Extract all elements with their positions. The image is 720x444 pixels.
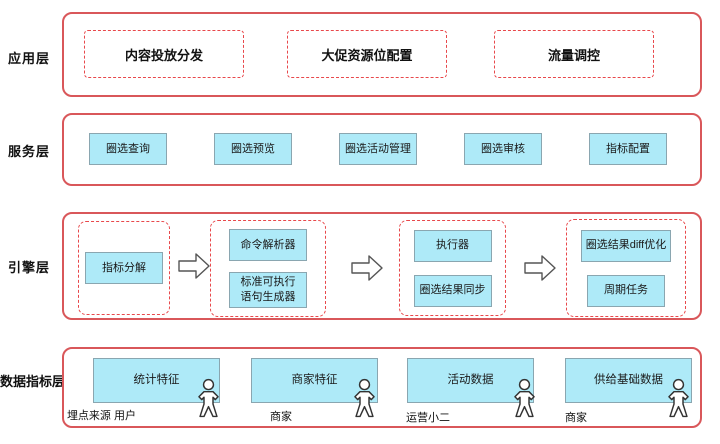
- person-icon: [198, 378, 219, 418]
- service-box-selection-review: 圈选审核: [464, 133, 542, 165]
- data-metrics-layer-panel: 统计特征 商家特征 活动数据 供给基础数据 埋点来源 用户 商家 运营小二 商家: [62, 347, 702, 428]
- layer-label-data-metrics: 数据指标层: [0, 374, 66, 389]
- engine-box-executor: 执行器: [413, 229, 492, 262]
- data-source-label: 商家: [565, 412, 587, 424]
- flow-arrow-icon: [178, 253, 210, 279]
- engine-box-selection-result-sync: 圈选结果同步: [413, 274, 492, 307]
- app-box-label: 流量调控: [547, 47, 600, 63]
- service-box-selection-preview: 圈选预览: [214, 133, 292, 165]
- flow-arrow-icon: [351, 255, 383, 281]
- engine-box-command-parser: 命令解析器: [229, 229, 307, 262]
- data-source-label: 埋点来源 用户: [66, 410, 136, 422]
- engine-box-diff-optimize: 圈选结果diff优化: [580, 229, 672, 262]
- person-icon: [354, 378, 375, 418]
- layer-label-service: 服务层: [8, 144, 51, 159]
- app-box-label: 大促资源位配置: [321, 47, 413, 63]
- engine-group-command-parse: 命令解析器 标准可执行 语句生成器: [210, 220, 326, 317]
- app-box-label: 内容投放分发: [124, 47, 203, 63]
- service-box-metric-config: 指标配置: [589, 133, 667, 165]
- layer-label-application: 应用层: [8, 51, 51, 66]
- data-source-label: 运营小二: [406, 412, 450, 424]
- data-source-label: 商家: [270, 411, 292, 423]
- engine-group-optimize: 圈选结果diff优化 周期任务: [566, 219, 686, 317]
- engine-box-metric-decompose: 指标分解: [85, 252, 163, 284]
- engine-box-statement-generator: 标准可执行 语句生成器: [229, 272, 307, 308]
- person-icon: [514, 378, 535, 418]
- flow-arrow-icon: [524, 255, 556, 281]
- person-icon: [668, 378, 689, 418]
- engine-group-metric-decompose: 指标分解: [78, 221, 170, 315]
- app-box-traffic-control: 流量调控: [494, 30, 654, 78]
- engine-group-execute: 执行器 圈选结果同步: [399, 220, 506, 316]
- data-box-activity-data: 活动数据: [407, 358, 534, 403]
- app-box-promo-resource-config: 大促资源位配置: [287, 30, 447, 78]
- app-box-content-distribution: 内容投放分发: [84, 30, 244, 78]
- service-box-selection-activity-mgmt: 圈选活动管理: [339, 133, 417, 165]
- data-box-statistical-features: 统计特征: [93, 358, 220, 403]
- layer-label-engine: 引擎层: [8, 260, 51, 275]
- service-box-selection-query: 圈选查询: [89, 133, 167, 165]
- service-layer-panel: 圈选查询 圈选预览 圈选活动管理 圈选审核 指标配置: [62, 113, 702, 186]
- application-layer-panel: 内容投放分发 大促资源位配置 流量调控: [62, 12, 702, 97]
- engine-layer-panel: 指标分解 命令解析器 标准可执行 语句生成器 执行器 圈选结果同步 圈选结果di…: [62, 212, 702, 320]
- engine-box-periodic-task: 周期任务: [587, 274, 665, 307]
